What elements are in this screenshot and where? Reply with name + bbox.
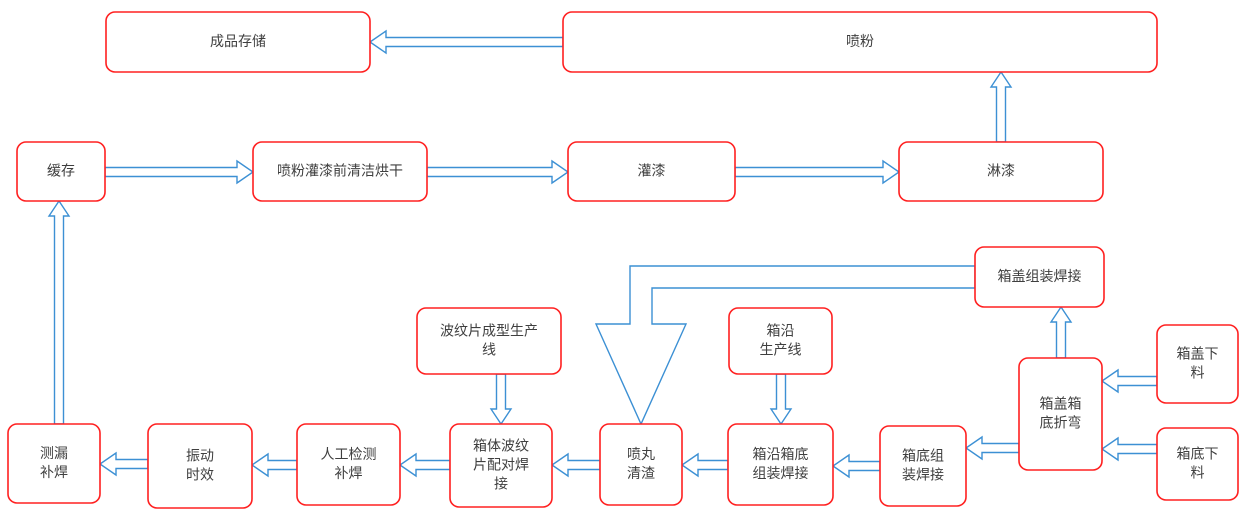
node-label: 箱盖下料 [1177,345,1219,380]
node-rengong-jiance[interactable]: 人工检测补焊 [296,423,401,506]
node-label: 波纹片成型生产线 [440,322,538,357]
node-label: 测漏补焊 [40,445,68,480]
node-label: 人工检测补焊 [321,446,377,481]
node-box [296,423,401,506]
edge-zhendong-shixiao-to-celou-buhan [98,451,149,477]
edge-celou-buhan-to-huancun [47,199,71,425]
edge-xiangdi-xiaoliao-to-zhewan [1100,436,1158,462]
edge-linqi-to-penfen [989,70,1013,143]
node-xiangyan-xian[interactable]: 箱沿生产线 [728,307,833,375]
edge-xiangyan-xiangdi-to-penwan-qingzha [680,452,729,478]
node-label: 喷粉 [846,33,874,49]
node-zhewan[interactable]: 箱盖箱底折弯 [1018,357,1103,471]
edge-huancun-to-qingjie-honggan [104,159,255,185]
edge-zhewan-to-xiangdi-zuzhuang [964,435,1020,461]
edge-penwan-qingzha-to-xiangti-peidui [550,452,601,478]
node-qingjie-honggan[interactable]: 喷粉灌漆前清洁烘干 [252,141,428,202]
node-label: 喷丸清渣 [627,446,655,481]
node-box [727,423,834,506]
node-box [599,423,683,506]
node-label: 箱底组装焊接 [902,447,944,482]
edge-xianggai-xiaoliao-to-zhewan [1100,368,1158,394]
node-xiangyan-xiangdi[interactable]: 箱沿箱底组装焊接 [727,423,834,506]
node-label: 淋漆 [987,162,1015,178]
edge-guanqi-to-linqi [734,159,901,185]
node-box [1156,427,1239,501]
node-label: 灌漆 [638,162,666,178]
node-label: 喷粉灌漆前清洁烘干 [277,162,403,178]
node-xiangdi-xiaoliao[interactable]: 箱底下料 [1156,427,1239,501]
node-huancun[interactable]: 缓存 [16,141,106,202]
edge-xianggai-zuzhuang-to-penwan-qingzha [594,265,976,426]
node-box [898,141,1104,202]
node-label: 箱沿箱底组装焊接 [753,446,809,481]
edge-qingjie-honggan-to-guanqi [426,159,570,185]
node-box [147,423,253,509]
node-label: 箱盖组装焊接 [998,268,1082,284]
node-box [16,141,106,202]
node-box [562,11,1158,73]
node-box [974,246,1105,308]
edge-layer [47,29,1158,479]
node-box [728,307,833,375]
node-penfen[interactable]: 喷粉 [562,11,1158,73]
node-guanqi[interactable]: 灌漆 [567,141,736,202]
node-box [416,307,562,375]
node-xiangti-peidui[interactable]: 箱体波纹片配对焊接 [449,423,553,508]
edge-bowenpian-xian-to-xiangti-peidui [489,373,513,426]
node-xiangdi-zuzhuang[interactable]: 箱底组装焊接 [879,425,967,507]
edge-xiangdi-zuzhuang-to-xiangyan-xiangdi [831,453,881,479]
node-celou-buhan[interactable]: 测漏补焊 [7,423,101,504]
node-label: 振动时效 [186,447,214,482]
node-box [567,141,736,202]
node-label: 缓存 [47,162,75,178]
edge-xiangti-peidui-to-rengong-jiance [398,452,451,478]
edge-penfen-to-chengpin-cunchu [368,29,564,55]
node-label: 箱盖箱底折弯 [1040,395,1082,430]
node-linqi[interactable]: 淋漆 [898,141,1104,202]
edge-zhewan-to-xianggai-zuzhuang [1049,305,1073,359]
node-label: 箱沿生产线 [760,322,802,357]
node-xianggai-zuzhuang[interactable]: 箱盖组装焊接 [974,246,1105,308]
node-penwan-qingzha[interactable]: 喷丸清渣 [599,423,683,506]
node-box [7,423,101,504]
node-box [1156,324,1239,404]
node-chengpin-cunchu[interactable]: 成品存储 [105,11,371,73]
node-label: 箱体波纹片配对焊接 [473,437,529,491]
node-box [879,425,967,507]
node-bowenpian-xian[interactable]: 波纹片成型生产线 [416,307,562,375]
node-box [252,141,428,202]
edge-rengong-jiance-to-zhendong-shixiao [250,452,298,478]
edge-xiangyan-xian-to-xiangyan-xiangdi [769,373,793,426]
node-label: 成品存储 [210,33,266,49]
node-box [105,11,371,73]
node-box [1018,357,1103,471]
node-xianggai-xiaoliao[interactable]: 箱盖下料 [1156,324,1239,404]
node-label: 箱底下料 [1177,445,1219,480]
node-zhendong-shixiao[interactable]: 振动时效 [147,423,253,509]
node-box [449,423,553,508]
